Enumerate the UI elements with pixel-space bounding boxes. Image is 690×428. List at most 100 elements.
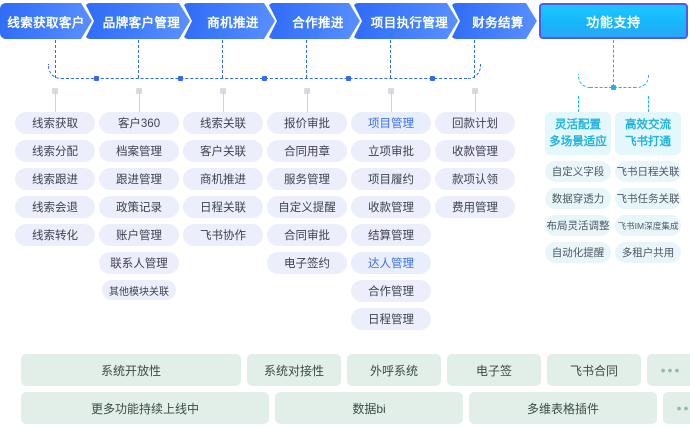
pill-item[interactable]: 线索跟进 [15,168,95,190]
pill-label: 线索会退 [32,202,78,214]
pill-item[interactable]: 账户管理 [99,224,179,246]
pill-label: 电子签约 [284,258,330,270]
pill-item[interactable]: 线索转化 [15,224,95,246]
pill-item[interactable]: 项目管理 [351,112,431,134]
pill-item[interactable]: 线索会退 [15,196,95,218]
support-pill-label: 自动化提醒 [551,247,605,259]
flow-tab-3[interactable]: 商机推进 [183,3,275,39]
pill-item[interactable]: 回款计划 [435,112,515,134]
bottom-more-button[interactable]: ••• [663,392,690,424]
pill-item[interactable]: 结算管理 [351,224,431,246]
pill-item[interactable]: 商机推进 [183,168,263,190]
pill-label: 线索跟进 [32,174,78,186]
pill-item[interactable]: 其他模块关联 [102,280,176,300]
support-pill-item[interactable]: 多租户共用 [615,242,681,263]
bottom-item[interactable]: 数据bi [275,392,463,424]
pill-item[interactable]: 合同审批 [267,224,347,246]
support-pill-label: 自定义字段 [551,166,605,178]
drop-line-3 [222,90,224,112]
pill-item[interactable]: 费用管理 [435,196,515,218]
pill-item[interactable]: 收款管理 [435,140,515,162]
drop-line-6 [474,90,476,112]
support-corner-right [635,74,649,88]
pill-item[interactable]: 飞书协作 [183,224,263,246]
bottom-item[interactable]: 系统开放性 [21,354,241,386]
pill-item[interactable]: 日程关联 [183,196,263,218]
pill-label: 回款计划 [452,118,498,130]
pill-item[interactable]: 线索分配 [15,140,95,162]
pill-item[interactable]: 政策记录 [99,196,179,218]
pill-label: 客户关联 [200,146,246,158]
column-lead-acquisition: 线索获取 线索分配 线索跟进 线索会退 线索转化 [15,112,95,246]
bottom-item[interactable]: 系统对接性 [247,354,341,386]
pill-item[interactable]: 自定义提醒 [267,196,347,218]
column-brand-customer: 客户360 档案管理 跟进管理 政策记录 账户管理 联系人管理 其他模块关联 [99,112,179,300]
pill-label: 档案管理 [116,146,162,158]
flow-tab-6[interactable]: 财务结算 [451,3,537,39]
pill-item[interactable]: 跟进管理 [99,168,179,190]
pill-item[interactable]: 合同用章 [267,140,347,162]
bottom-item[interactable]: 多维表格插件 [469,392,657,424]
connector-node-1 [94,76,99,81]
support-group-feishu: 高效交流 飞书打通 飞书日程关联 飞书任务关联 飞书IM深度集成 多租户共用 [615,112,681,263]
pill-item[interactable]: 收款管理 [351,196,431,218]
support-pill-item[interactable]: 飞书IM深度集成 [615,215,681,236]
pill-item[interactable]: 线索关联 [183,112,263,134]
pill-item[interactable]: 联系人管理 [99,252,179,274]
pill-item[interactable]: 日程管理 [351,308,431,330]
support-pill-item[interactable]: 自动化提醒 [545,242,611,263]
connector-node-3 [262,76,267,81]
pill-item[interactable]: 客户360 [99,112,179,134]
pill-item[interactable]: 合作管理 [351,280,431,302]
pill-label: 立项审批 [368,146,414,158]
connector-corner-right [466,64,481,79]
pill-label: 达人管理 [368,258,414,270]
pill-item[interactable]: 立项审批 [351,140,431,162]
support-header-button[interactable]: 功能支持 [539,3,688,39]
support-pill-item[interactable]: 飞书任务关联 [615,188,681,209]
support-drop-right [648,96,649,112]
bottom-item-label: 更多功能持续上线中 [90,401,199,416]
bottom-item-label: 飞书合同 [569,363,618,378]
drop-line-2 [138,90,140,112]
connector-corner-left [48,64,63,79]
pill-item[interactable]: 电子签约 [267,252,347,274]
bottom-item[interactable]: 飞书合同 [547,354,641,386]
connector-node-2 [178,76,183,81]
bottom-item[interactable]: 外呼系统 [347,354,441,386]
pill-label: 收款管理 [368,202,414,214]
support-corner-left [578,74,592,88]
pill-label: 项目管理 [368,118,414,130]
pill-item[interactable]: 档案管理 [99,140,179,162]
pill-item[interactable]: 服务管理 [267,168,347,190]
column-finance-settlement: 回款计划 收款管理 款项认领 费用管理 [435,112,515,218]
bottom-item[interactable]: 电子签 [447,354,541,386]
pill-item[interactable]: 款项认领 [435,168,515,190]
drop-line-4 [306,90,308,112]
connector-vline-4 [306,40,307,78]
support-pill-item[interactable]: 数据穿透力 [545,188,611,209]
bottom-item[interactable]: 更多功能持续上线中 [21,392,269,424]
pill-label: 联系人管理 [110,258,168,270]
process-flow-bar: 线索获取客户 品牌客户管理 商机推进 合作推进 项目执行管理 财务结算 [0,3,530,39]
pill-item[interactable]: 客户关联 [183,140,263,162]
pill-item[interactable]: 线索获取 [15,112,95,134]
support-title-line2: 飞书打通 [625,135,671,148]
flow-tab-label: 项目执行管理 [370,15,449,30]
support-drop-left [578,96,579,112]
bottom-more-button[interactable]: ••• [647,354,690,386]
flow-tab-4[interactable]: 合作推进 [268,3,360,39]
pill-label: 线索分配 [32,146,78,158]
pill-item[interactable]: 项目履约 [351,168,431,190]
connector-vline-3 [222,40,223,78]
flow-tab-1[interactable]: 线索获取客户 [0,3,92,39]
column-project-execution: 项目管理 立项审批 项目履约 收款管理 结算管理 达人管理 合作管理 日程管理 [351,112,431,330]
drop-line-5 [390,90,392,112]
pill-item[interactable]: 达人管理 [351,252,431,274]
support-pill-item[interactable]: 布局灵活调整 [545,215,611,236]
pill-item[interactable]: 报价审批 [267,112,347,134]
flow-tab-5[interactable]: 项目执行管理 [353,3,458,39]
support-pill-item[interactable]: 自定义字段 [545,161,611,182]
flow-tab-2[interactable]: 品牌客户管理 [85,3,190,39]
support-pill-item[interactable]: 飞书日程关联 [615,161,681,182]
